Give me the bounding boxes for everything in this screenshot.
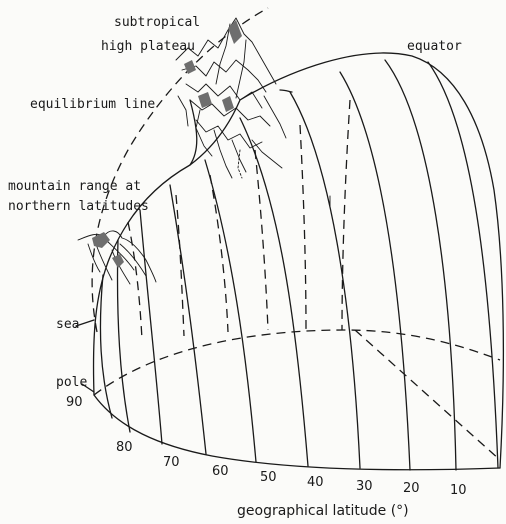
- plateau-right-slope: [280, 90, 292, 92]
- label-mountain-range: mountain range at: [8, 179, 141, 194]
- tick-30: 30: [356, 479, 373, 494]
- axis-title: geographical latitude (°): [237, 503, 409, 519]
- tick-10: 10: [450, 483, 467, 498]
- label-equilibrium-line: equilibrium line: [30, 97, 155, 112]
- tick-60: 60: [212, 464, 229, 479]
- tick-70: 70: [163, 455, 180, 470]
- label-northern-latitudes: northern latitudes: [8, 199, 149, 214]
- sea-level-rear-diagonal: [355, 330, 500, 460]
- tick-40: 40: [307, 475, 324, 490]
- plateau-left-slope: [190, 100, 197, 165]
- label-subtropical: subtropical: [114, 15, 200, 30]
- latitude-curves: [100, 60, 498, 470]
- tick-90: 90: [66, 395, 83, 410]
- label-equator: equator: [407, 39, 462, 54]
- hidden-latitude-curves: [128, 100, 350, 340]
- equilibrium-line: [92, 8, 268, 332]
- label-pole: pole: [56, 375, 87, 390]
- tick-20: 20: [403, 481, 420, 496]
- label-high-plateau: high plateau: [101, 39, 195, 54]
- label-sea: sea: [56, 317, 79, 332]
- tick-50: 50: [260, 470, 277, 485]
- tick-80: 80: [116, 440, 133, 455]
